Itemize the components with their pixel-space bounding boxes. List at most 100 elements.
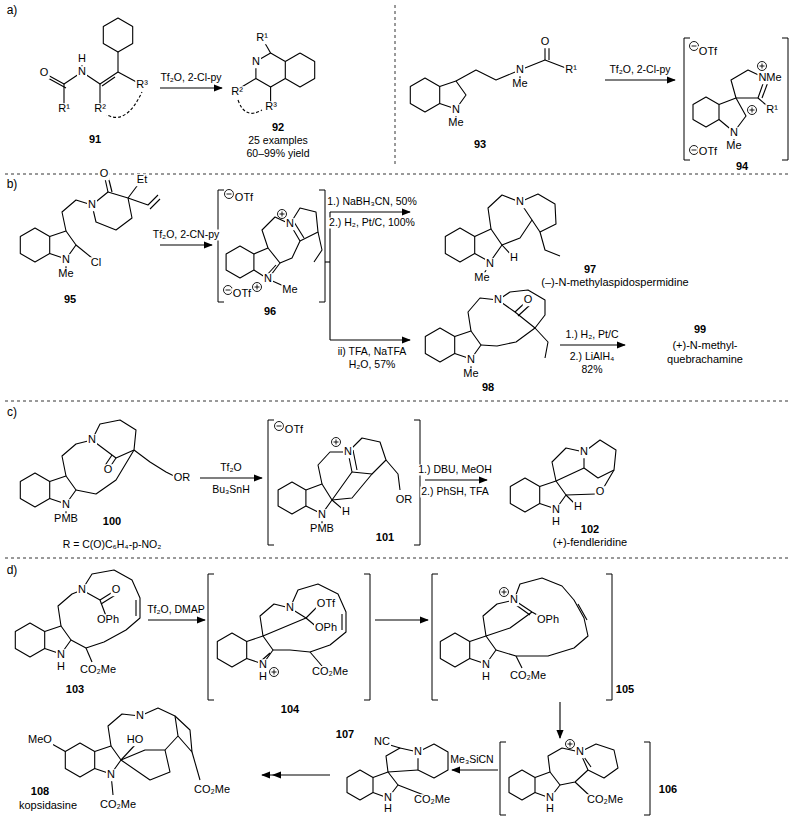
atom-label: OTf: [316, 598, 336, 610]
panel-divider: [5, 5, 788, 558]
atom-label: N: [61, 499, 71, 511]
panel-letter: a): [6, 4, 19, 17]
charge-symbol: [224, 42, 767, 749]
reagent-text: Tf₂O, 2-Cl-py: [608, 64, 671, 75]
atom-label: H: [77, 53, 87, 65]
reagent-text: 2.) H₂, Pt/C, 100%: [328, 217, 416, 228]
compound-number: 102: [580, 524, 600, 536]
atom-label: N: [258, 659, 268, 671]
atom-label: N: [515, 196, 525, 208]
atom-label: Me: [473, 272, 490, 284]
atom-label: CO₂Me: [509, 670, 547, 682]
atom-label: R¹: [57, 103, 71, 115]
reagent-text: 25 examples: [247, 135, 309, 146]
atom-label: O: [540, 36, 551, 48]
atom-label: H: [545, 803, 555, 815]
atom-label: O: [39, 67, 50, 79]
compound-number: 108: [30, 786, 50, 798]
atom-label: CO₂Me: [413, 794, 451, 806]
compound-number: 95: [63, 294, 77, 306]
atom-label: R²: [230, 86, 244, 98]
reagent-text: Bu₃SnH: [211, 484, 251, 495]
atom-label: NC: [373, 736, 391, 748]
atom-label: Me: [462, 368, 479, 380]
reagent-text: 60–99% yield: [245, 148, 310, 159]
branch-line: [325, 212, 330, 340]
reagent-text: 1.) DBU, MeOH: [417, 464, 493, 475]
reagent-text: R = C(O)C₆H₄-p-NO₂: [62, 539, 163, 550]
atom-label: R¹: [564, 64, 578, 76]
compound-number: 101: [375, 532, 395, 544]
atom-label: HO: [126, 734, 145, 746]
compound-number: 104: [280, 704, 300, 716]
arrow-head: [272, 772, 281, 779]
atom-label: R¹: [255, 32, 269, 44]
atom-label: N: [729, 127, 739, 139]
atom-label: O: [103, 464, 114, 476]
atom-label: N: [493, 294, 503, 306]
atom-label: OTf: [234, 192, 254, 204]
atom-label: N: [551, 504, 561, 516]
atom-label: N: [515, 64, 525, 76]
atom-label: H: [481, 671, 491, 683]
reagent-text: ii) TFA, NaTFA: [337, 346, 408, 357]
atom-label: N: [251, 56, 261, 68]
atom-label: OTf: [232, 288, 252, 300]
atom-label: N: [77, 66, 87, 78]
compound-number: 98: [481, 382, 495, 394]
atom-label: H: [258, 671, 268, 683]
panel-letter: b): [6, 178, 19, 191]
compound-name: (+)-N-methyl-: [671, 340, 738, 352]
reagent-text: Tf₂O: [219, 462, 243, 473]
reagent-text: Tf₂O, 2-CN-py: [152, 229, 221, 240]
atom-label: N: [485, 258, 495, 270]
atom-label: OR: [395, 494, 414, 506]
reagent-text: H₂O, 57%: [348, 359, 397, 370]
atom-label: N: [579, 446, 589, 458]
atom-label: CO₂Me: [79, 664, 117, 676]
atom-label: MeO: [27, 734, 53, 746]
atom-label: CO₂Me: [193, 784, 231, 796]
atom-label: H: [56, 661, 66, 673]
atom-label: OPh: [96, 614, 120, 626]
atom-label: CO₂Me: [311, 666, 349, 678]
atom-label: R²: [93, 103, 107, 115]
compound-number: 92: [271, 122, 285, 134]
compound-name: kopsidasine: [18, 800, 78, 812]
bracket: [208, 38, 788, 815]
atom-label: Cl: [90, 257, 102, 269]
atom-label: N: [413, 746, 423, 758]
reagent-text: 1.) H₂, Pt/C: [564, 329, 619, 340]
compound-number: 99: [693, 324, 707, 336]
compound-name: (+)-fendleridine: [552, 537, 628, 549]
compound-number: 93: [473, 139, 487, 151]
atom-label: R¹: [765, 104, 779, 116]
atom-label: R³: [135, 79, 149, 91]
atom-label: PMB: [53, 513, 79, 525]
compound-name: quebrachamine: [666, 354, 744, 366]
atom-label: Me: [57, 268, 74, 280]
atom-label: N: [509, 594, 519, 606]
structure-bonds: [15, 18, 772, 800]
reagent-text: 1.) NaBH₃CN, 50%: [326, 196, 417, 207]
reaction-arrow: [148, 80, 675, 775]
atom-label: N: [87, 199, 97, 211]
reagent-text: Tf₂O, 2-Cl-py: [159, 72, 222, 83]
atom-label: OR: [173, 472, 192, 484]
atom-label: Me: [511, 78, 528, 90]
atom-label: N: [263, 273, 273, 285]
atom-label: H: [551, 516, 561, 528]
atom-label: R³: [264, 101, 278, 113]
atom-label: N: [135, 710, 145, 722]
compound-number: 94: [735, 161, 749, 173]
atom-label: OPh: [536, 614, 560, 626]
compound-number: 91: [88, 134, 102, 146]
atom-label: Me: [447, 117, 464, 129]
atom-label: H: [341, 506, 351, 518]
atom-label: N: [451, 104, 461, 116]
atom-label: O: [523, 294, 534, 306]
atom-label: Me: [725, 140, 742, 152]
atom-label: OTf: [698, 46, 718, 58]
atom-label: N: [285, 218, 295, 230]
atom-label: N: [466, 354, 476, 366]
